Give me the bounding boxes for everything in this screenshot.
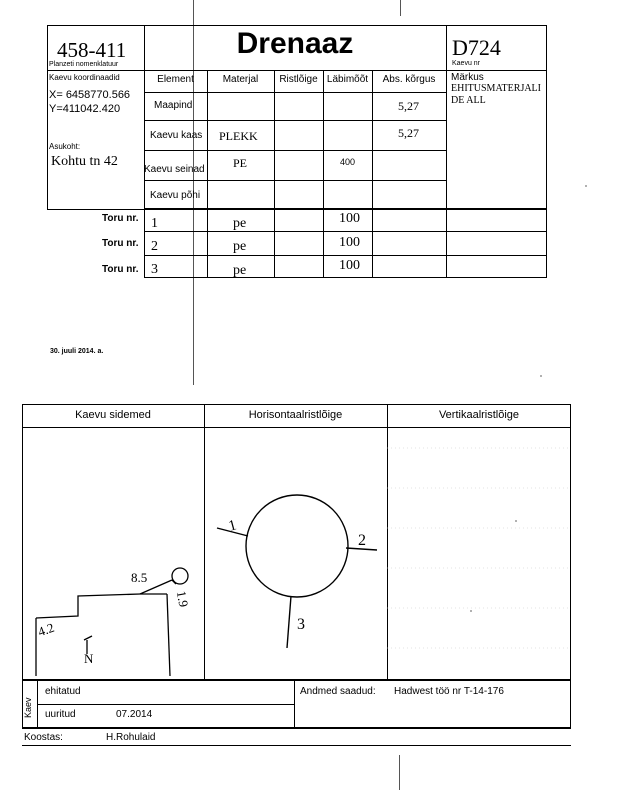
well-number: D724 — [452, 35, 501, 60]
scan-speck — [470, 610, 472, 612]
coords-label: Kaevu koordinaadid — [49, 73, 120, 82]
scan-speck — [540, 375, 542, 377]
vertical-section-grid — [387, 447, 571, 649]
well-card-header — [47, 25, 547, 210]
sketch-label: 8.5 — [131, 570, 148, 585]
coord-y: Y=411042.420 — [49, 103, 121, 115]
compiled-label: Koostas: — [24, 732, 63, 743]
connections-sketch — [35, 567, 189, 677]
scan-line — [399, 755, 400, 790]
pipe-material: pe — [233, 239, 247, 254]
footer-frame — [22, 680, 571, 728]
pipes-table — [144, 208, 547, 278]
data-source-value: Hadwest töö nr T-14-176 — [394, 686, 504, 697]
col-header-cross-section: Ristlõige — [279, 74, 318, 85]
row-material: PE — [233, 156, 248, 170]
row-material: PLEKK — [219, 129, 258, 143]
inspected-label: uuritud — [45, 709, 76, 720]
drawing-frame — [22, 404, 571, 680]
pipe-diameter: 100 — [339, 258, 360, 273]
row-element: Kaevu põhi — [150, 190, 201, 201]
well-number-label: Kaevu nr — [452, 60, 481, 67]
pipe-number: 2 — [151, 239, 158, 254]
row-height: 5,27 — [398, 126, 419, 140]
location-label: Asukoht: — [49, 142, 81, 151]
scan-line — [400, 0, 401, 16]
scan-speck — [515, 520, 517, 522]
pipe-number: 1 — [151, 216, 158, 231]
row-diameter: 400 — [340, 157, 356, 167]
col-header-abs-height: Abs. kõrgus — [382, 74, 436, 85]
scan-line — [193, 0, 194, 385]
data-source-label: Andmed saadud: — [300, 686, 376, 697]
pipe-label: Toru nr. — [102, 213, 139, 224]
row-height: 5,27 — [398, 99, 419, 113]
col-header-element: Element — [157, 74, 194, 85]
col-header-material: Materjal — [222, 74, 259, 85]
pipe-marker: 2 — [358, 532, 366, 549]
remarks-label: Märkus — [451, 72, 484, 83]
inspected-date: 07.2014 — [116, 709, 153, 720]
section-connections: Kaevu sidemed — [75, 409, 151, 421]
pipe-diameter: 100 — [339, 211, 360, 226]
pipe-marker: 3 — [297, 616, 305, 633]
compiled-value: H.Rohulaid — [106, 732, 156, 743]
pipe-diameter: 100 — [339, 235, 360, 250]
row-element: Maapind — [154, 100, 193, 111]
pipe-material: pe — [233, 216, 247, 231]
sketch-label: 1.9 — [173, 589, 192, 609]
row-element: Kaevu seinad — [144, 164, 205, 175]
pipe-label: Toru nr. — [102, 264, 139, 275]
row-element: Kaevu kaas — [150, 130, 203, 141]
document-date: 30. juuli 2014. a. — [50, 348, 104, 355]
remarks-value: EHITUSMATERJALI DE ALL — [451, 83, 541, 106]
horizontal-section-sketch — [216, 494, 378, 649]
pipe-label: Toru nr. — [102, 238, 139, 249]
nomenclature-label: Planzeti nomenklatuur — [49, 61, 119, 68]
col-header-diameter: Läbimõõt — [326, 74, 369, 85]
page-title: Drenaaz — [236, 27, 354, 60]
kaev-label: Kaev — [23, 697, 33, 718]
north-label: N — [84, 651, 94, 666]
section-vertical: Vertikaalristlõige — [438, 409, 520, 421]
location-value: Kohtu tn 42 — [51, 154, 118, 169]
scan-speck — [585, 185, 587, 187]
coord-x: X= 6458770.566 — [49, 89, 131, 101]
nomenclature-value: 458-411 — [57, 38, 127, 62]
section-horizontal: Horisontaalristlõige — [248, 409, 343, 421]
pipe-number: 3 — [151, 262, 158, 277]
pipe-material: pe — [233, 263, 247, 278]
built-label: ehitatud — [45, 686, 81, 697]
